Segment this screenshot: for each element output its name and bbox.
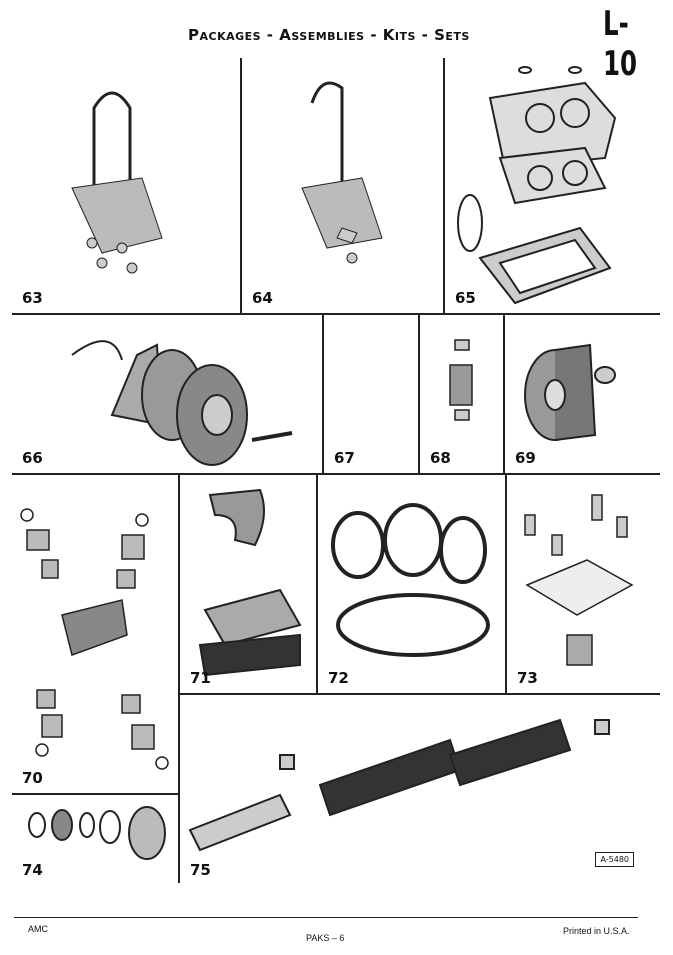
- bearing-illustration: [449, 339, 473, 421]
- item-number: 64: [252, 289, 273, 307]
- item-number: 74: [22, 861, 43, 879]
- figure-reference: A-5480: [595, 852, 634, 867]
- item-number: 69: [515, 449, 536, 467]
- clutch-illustration: [71, 340, 293, 466]
- u-joint-illustration: [20, 508, 169, 770]
- strap-illustration: [198, 488, 302, 677]
- seal-illustration: [28, 806, 166, 860]
- item-number: 68: [430, 449, 451, 467]
- divider: [316, 473, 318, 693]
- u-bolt-illustration: [71, 91, 163, 274]
- item-number: 71: [190, 669, 211, 687]
- item-number: 63: [22, 289, 43, 307]
- item-number: 70: [22, 769, 43, 787]
- divider: [12, 793, 178, 795]
- item-number: 66: [22, 449, 43, 467]
- item-number: 67: [334, 449, 355, 467]
- item-number: 73: [517, 669, 538, 687]
- page-id: L-10: [603, 4, 638, 84]
- item-63-u-bolt-kit: 63: [12, 58, 240, 313]
- pulley-illustration: [524, 343, 616, 441]
- divider: [178, 473, 180, 883]
- footer-center: PAKS – 6: [306, 933, 345, 943]
- item-number: 75: [190, 861, 211, 879]
- item-75-drive-shaft-assembly: A-5480 75: [180, 695, 660, 885]
- item-68-bearing-kit: 68: [420, 315, 503, 473]
- item-71-strap-kit: 71: [180, 475, 316, 693]
- snap-ring-illustration: [331, 503, 490, 657]
- footer-left: AMC: [28, 924, 48, 934]
- divider: [322, 313, 324, 473]
- divider: [503, 313, 505, 473]
- item-72-snap-ring-kit: 72: [318, 475, 505, 693]
- divider: [443, 58, 445, 313]
- divider: [12, 473, 660, 475]
- divider: [12, 313, 660, 315]
- item-74-seal-kit: 74: [12, 795, 178, 885]
- housing-illustration: [524, 494, 634, 666]
- item-67: 67: [324, 315, 418, 473]
- footer-rule: [14, 917, 638, 918]
- item-65-gasket-set: 65: [445, 58, 660, 313]
- gasket-illustration: [457, 66, 617, 305]
- divider: [505, 473, 507, 693]
- divider: [418, 313, 420, 473]
- item-number: 72: [328, 669, 349, 687]
- footer-right: Printed in U.S.A.: [563, 926, 630, 936]
- item-number: 65: [455, 289, 476, 307]
- item-64-j-bolt-kit: 64: [242, 58, 443, 313]
- item-66-clutch-assembly: 66: [12, 315, 322, 473]
- drive-shaft-illustration: [188, 718, 610, 852]
- item-69-pulley: 69: [505, 315, 660, 473]
- divider: [178, 693, 660, 695]
- divider: [240, 58, 242, 313]
- page-title: Packages - Assemblies - Kits - Sets: [188, 26, 470, 44]
- j-bolt-illustration: [301, 81, 383, 264]
- item-70-universal-joint-kit: 70: [12, 475, 178, 793]
- item-73-housing-kit: 73: [507, 475, 660, 693]
